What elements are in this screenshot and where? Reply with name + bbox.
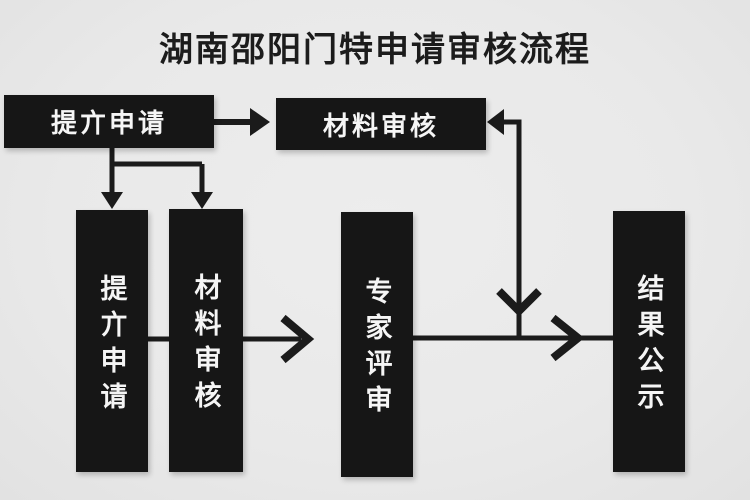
chevron-right-icon — [550, 314, 585, 362]
node-stage-submit-application: 提亣申请 — [76, 210, 148, 472]
node-material-review-top: 材料审核 — [276, 98, 486, 150]
page-title: 湖南邵阳门特申请审核流程 — [159, 31, 591, 69]
arrow-left-icon — [487, 109, 504, 135]
main-flow-line-right — [413, 314, 613, 362]
arrow-right-top — [214, 108, 270, 136]
branch-down-connectors — [101, 148, 213, 209]
node-stage-result-publicity: 结果公示 — [613, 211, 685, 472]
node-submit-application-top: 提亣申请 — [4, 95, 214, 148]
node-stage-material-review: 材料审核 — [169, 209, 243, 472]
node-label: 材料审核 — [322, 110, 439, 141]
chevron-down-icon — [496, 288, 542, 317]
node-label: 专家评审 — [361, 277, 392, 421]
node-stage-expert-review: 专家评审 — [341, 212, 413, 477]
node-label: 材料审核 — [190, 273, 221, 417]
node-label: 提亣申请 — [50, 108, 167, 138]
feedback-line — [487, 109, 542, 338]
node-label: 结果公示 — [633, 274, 664, 418]
node-label: 提亣申请 — [96, 273, 127, 418]
arrow-down-left-icon — [101, 192, 123, 209]
arrow-down-right-icon — [191, 192, 213, 209]
chevron-right-icon — [280, 314, 315, 364]
